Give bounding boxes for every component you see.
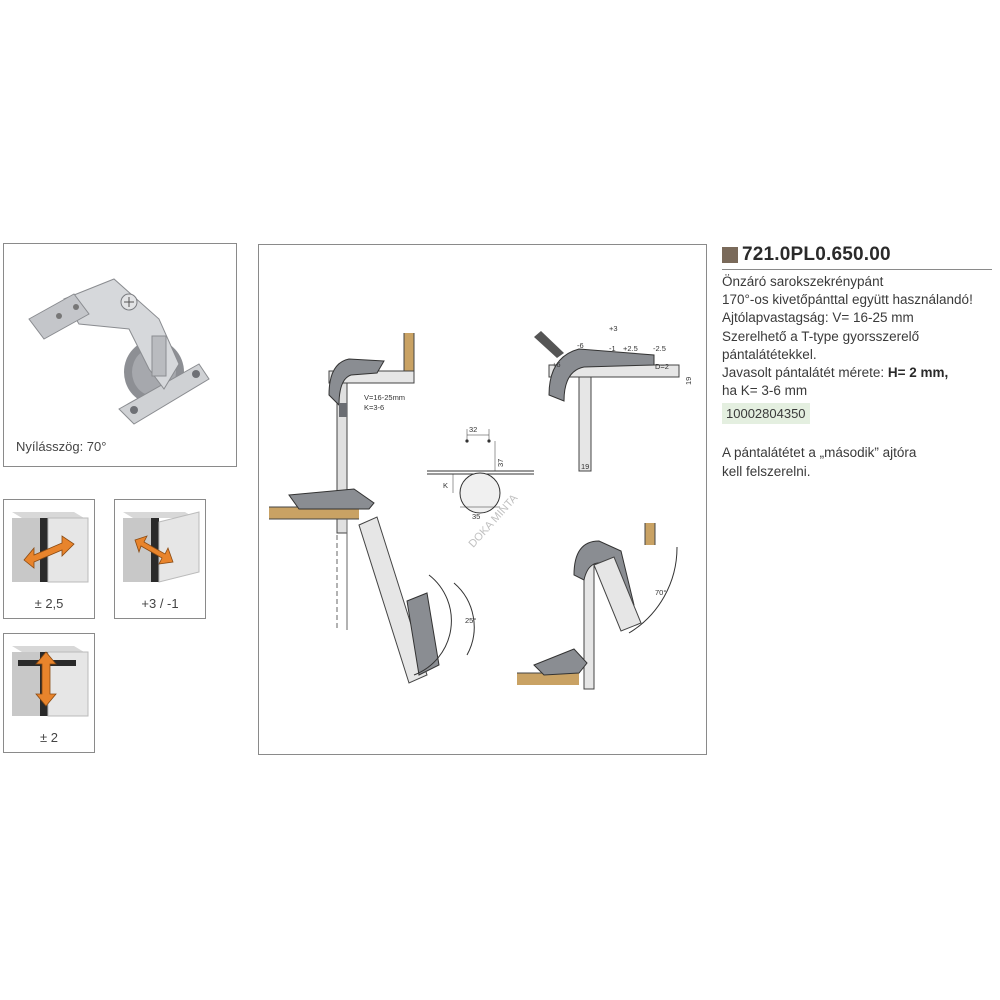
adj-minus6-label: -6: [577, 341, 584, 350]
model-code: 721.0PL0.650.00: [742, 244, 891, 265]
spec-line: Önzáró sarokszekrénypánt: [722, 274, 884, 289]
spec-line: Ajtólapvastagság: V= 16-25 mm: [722, 310, 914, 326]
mounting-note: A pántalátétet a „második” ajtóra kell f…: [722, 444, 992, 480]
depth-adjustment-value: +3 / -1: [141, 596, 179, 611]
note-line: kell felszerelni.: [722, 463, 811, 479]
max-angle-view: 70°: [517, 523, 678, 690]
height-adjustment-value: ± 2: [40, 730, 58, 745]
door-thickness-label: V=16-25mm: [364, 393, 405, 402]
panel-thickness-b-label: 19: [581, 462, 589, 471]
recommendation-line: Javasolt pántalátét mérete: H= 2 mm,: [722, 364, 992, 382]
height-adjustment-panel: ± 2: [3, 633, 95, 753]
adj-plus3-label: +3: [609, 324, 618, 333]
hinge-photo: [28, 278, 210, 425]
title-row: 721.0PL0.650.00: [722, 244, 992, 270]
spec-line: pántalátétekkel.: [722, 346, 817, 362]
recommend-label: Javasolt pántalátét mérete:: [722, 365, 888, 381]
spec-list: Önzáró sarokszekrénypánt 170°-os kivetőp…: [722, 273, 992, 425]
spec-line: Szerelhető a T-type gyorsszerelő: [722, 328, 920, 344]
adj-minus25-label: -2.5: [653, 344, 666, 353]
side-adjustment-panel: ± 2,5: [3, 499, 95, 619]
recommendation-suffix: ha K= 3-6 mm: [722, 383, 808, 399]
title-marker: [722, 247, 738, 263]
opening-angle-label: Nyílásszög: 70°: [16, 439, 107, 454]
cup-diameter-label: 35: [472, 512, 480, 521]
article-number[interactable]: 10002804350: [722, 403, 810, 425]
max-angle-label: 70°: [655, 588, 666, 597]
k-dimension-label: K: [443, 481, 448, 490]
adjustment-view: +3 -6 +6 -1 +2.5 -2.5 D=2 19 19: [534, 324, 693, 472]
drill-offset-label: 37: [496, 459, 505, 467]
side-adjustment-icon: [12, 512, 89, 583]
product-info: 721.0PL0.650.00 Önzáró sarokszekrénypánt…: [722, 244, 992, 481]
product-photo-panel: Nyílásszög: 70°: [3, 243, 237, 467]
side-adjustment-value: ± 2,5: [34, 596, 64, 611]
depth-adjustment-icon: [123, 511, 200, 583]
adj-plus6-label: +6: [552, 360, 561, 369]
drill-spacing-label: 32: [469, 425, 477, 434]
note-line: A pántalátétet a „második” ajtóra: [722, 445, 917, 461]
open-angle-label: 25°: [465, 616, 476, 625]
installation-view: V=16-25mm K=3-6 25°: [269, 333, 476, 684]
panel-thickness-a-label: 19: [684, 377, 693, 385]
adj-plus25-label: +2.5: [623, 344, 638, 353]
height-adjustment-icon: [12, 646, 89, 717]
recommend-value: H= 2 mm,: [887, 365, 949, 381]
drilling-detail: 32 37 K 35 DOKA MINTA: [427, 425, 534, 550]
k-range-label: K=3-6: [364, 403, 384, 412]
technical-drawing: V=16-25mm K=3-6 25° 32 37: [269, 324, 693, 690]
technical-drawing-panel: V=16-25mm K=3-6 25° 32 37: [258, 244, 707, 755]
spec-line: 170°-os kivetőpánttal együtt használandó…: [722, 292, 973, 308]
depth-adjustment-panel: +3 / -1: [114, 499, 206, 619]
d-value-label: D=2: [655, 362, 669, 371]
adj-minus1-label: -1: [609, 344, 616, 353]
